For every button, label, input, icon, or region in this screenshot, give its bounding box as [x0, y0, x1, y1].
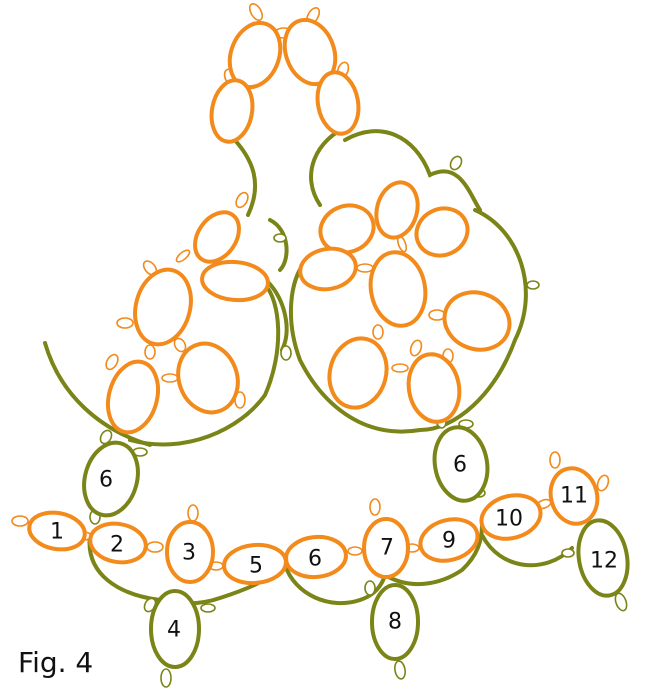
ring-7 [362, 517, 410, 579]
chain-bottom-right [383, 523, 484, 587]
ring-10 [479, 493, 543, 541]
label-ring-8: 8 [388, 610, 402, 635]
ring-6-left [82, 440, 140, 518]
ring-left-cluster-b [200, 259, 270, 303]
label-ring-4: 4 [167, 618, 181, 643]
label-ring-6-right: 6 [453, 453, 467, 478]
label-ring-6-left: 6 [99, 468, 113, 493]
picot [187, 504, 199, 522]
picot [173, 337, 187, 353]
ring-8 [370, 583, 420, 661]
ring-9 [418, 517, 480, 563]
picot [449, 155, 463, 171]
ring-right-cluster-h [406, 352, 462, 424]
picot [161, 373, 179, 383]
picot [369, 498, 381, 516]
numbered-orange-rings [27, 466, 600, 586]
picot [364, 580, 376, 596]
ring-6-right [432, 425, 490, 503]
label-ring-5: 5 [249, 554, 263, 579]
ring-upper-left [209, 78, 255, 144]
picot [99, 429, 113, 445]
chain-left-cluster-arc [128, 283, 281, 447]
picot [526, 280, 540, 290]
picot [105, 353, 119, 371]
ring-right-cluster-b [374, 180, 420, 240]
label-ring-1: 1 [50, 520, 64, 545]
picot [409, 339, 423, 357]
chain-right-top [343, 129, 482, 212]
ring-3 [165, 520, 215, 584]
ring-4 [149, 589, 201, 669]
label-ring-7: 7 [380, 536, 394, 561]
ring-left-cluster-a [193, 210, 241, 264]
label-ring-2: 2 [110, 533, 124, 558]
picots [11, 3, 628, 688]
ring-numbers: 1 2 3 4 5 6 7 8 9 10 11 12 6 6 [50, 453, 618, 643]
ring-right-cluster-g [327, 336, 389, 410]
picot [160, 668, 172, 688]
ring-left-cluster-c [133, 267, 193, 347]
picot [273, 233, 287, 243]
ring-left-cluster-d [176, 341, 240, 415]
ring-2 [88, 521, 148, 565]
label-ring-6-bottom: 6 [308, 547, 322, 572]
ring-1 [27, 510, 87, 552]
ring-upper-right [315, 70, 361, 136]
ring-right-cluster-c [414, 206, 470, 258]
picot [394, 660, 406, 680]
picot [200, 603, 216, 613]
picot [372, 324, 384, 340]
label-ring-3: 3 [182, 541, 196, 566]
picot [561, 548, 575, 558]
chain-right-big-arc [289, 208, 528, 434]
chain-inner-left [266, 280, 289, 352]
chain-left-neck [228, 133, 258, 217]
label-ring-12: 12 [590, 549, 618, 574]
picot [596, 474, 610, 492]
orange-rings [106, 17, 512, 435]
ring-6-bottom [284, 534, 348, 580]
picot [116, 317, 134, 329]
picot [549, 451, 561, 469]
picot [175, 249, 191, 263]
picot [248, 3, 264, 21]
picot [235, 191, 249, 209]
picot [347, 546, 363, 556]
picot [11, 515, 29, 527]
chain-right-neck [309, 123, 352, 207]
figure-caption: Fig. 4 [18, 646, 94, 679]
ring-right-cluster-e [368, 250, 428, 328]
ring-12 [576, 518, 630, 598]
chain-center-join [268, 218, 289, 272]
picot [280, 345, 292, 361]
picot [356, 263, 374, 273]
label-ring-9: 9 [442, 529, 456, 554]
ring-right-cluster-a [318, 203, 376, 255]
chain-bottom-mid [283, 563, 387, 606]
picot [391, 363, 409, 373]
label-ring-10: 10 [495, 507, 523, 532]
picot [144, 344, 156, 360]
ring-11 [548, 466, 600, 526]
chain-right-end [480, 533, 574, 568]
green-rings [82, 425, 630, 669]
ring-left-cluster-e [106, 359, 160, 435]
ring-right-cluster-d [298, 246, 358, 292]
label-ring-11: 11 [560, 484, 588, 509]
ring-right-cluster-f [442, 290, 512, 352]
picot [146, 541, 164, 553]
